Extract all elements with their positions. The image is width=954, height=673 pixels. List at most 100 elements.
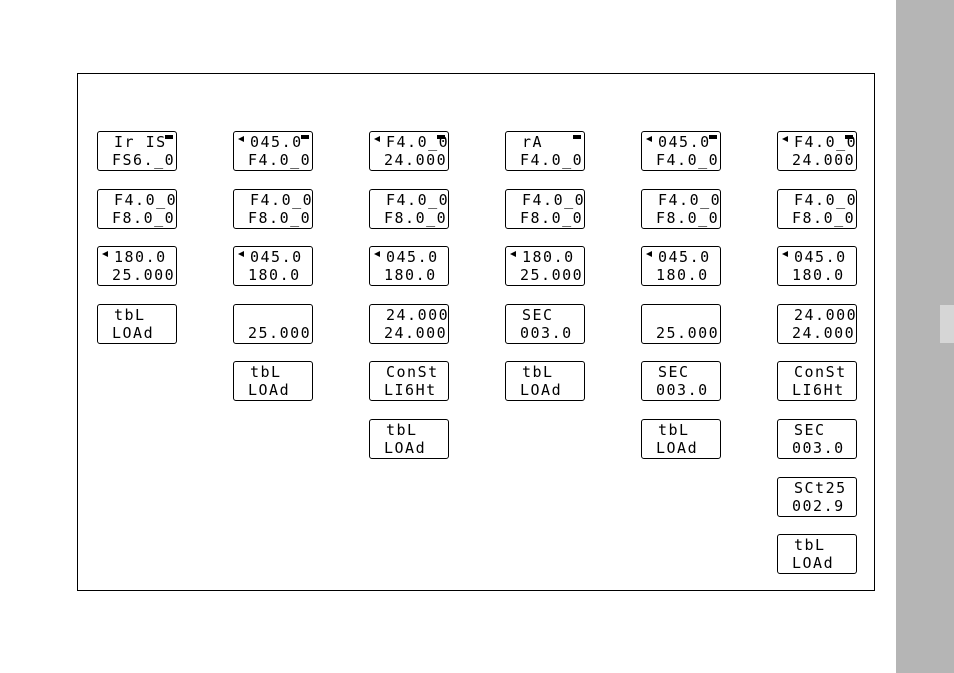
lcd-line-2: FS6._0 <box>112 151 176 169</box>
direction-triangle-icon <box>782 136 788 142</box>
lcd-line-2: LOAd <box>248 381 291 399</box>
figure-frame <box>77 73 875 591</box>
lcd-line-1: F4.0_0 <box>522 191 584 209</box>
battery-icon <box>845 135 853 139</box>
lcd-line-1 <box>234 306 312 324</box>
chapter-tab <box>940 305 954 343</box>
lcd-line-2: F4.0_0 <box>248 151 312 169</box>
lcd-line-1: 045.0 <box>658 248 711 266</box>
lcd-line-1: tbL <box>794 536 826 554</box>
direction-triangle-icon <box>238 136 244 142</box>
lcd-line-2: F8.0_0 <box>792 209 856 227</box>
lcd-line-1: F4.0_0 <box>386 133 448 151</box>
lcd-line-2: 003.0 <box>520 324 573 342</box>
lcd-line-2: F8.0_0 <box>112 209 176 227</box>
lcd-line-2: F8.0_0 <box>656 209 720 227</box>
lcd-line-1: SEC <box>658 363 690 381</box>
lcd-line-1: rA <box>522 133 544 151</box>
lcd-display: 25.000 <box>641 304 721 344</box>
lcd-line-1: 045.0 <box>250 133 303 151</box>
lcd-line-1: SCt25 <box>794 479 847 497</box>
lcd-line-1: ConSt <box>794 363 847 381</box>
lcd-line-2: F8.0_0 <box>248 209 312 227</box>
lcd-line-2: LOAd <box>384 439 427 457</box>
lcd-line-1: F4.0_0 <box>114 191 176 209</box>
direction-triangle-icon <box>782 251 788 257</box>
lcd-line-2: 24.000 <box>792 151 856 169</box>
lcd-line-1: tbL <box>114 306 146 324</box>
lcd-line-1: Ir IS <box>114 133 167 151</box>
battery-icon <box>437 135 445 139</box>
direction-triangle-icon <box>510 251 516 257</box>
lcd-line-2: 24.000 <box>384 151 448 169</box>
lcd-line-2: 180.0 <box>248 266 301 284</box>
lcd-line-1: 180.0 <box>114 248 167 266</box>
direction-triangle-icon <box>238 251 244 257</box>
lcd-line-1: SEC <box>794 421 826 439</box>
battery-icon <box>165 135 173 139</box>
lcd-line-2: LOAd <box>520 381 563 399</box>
direction-triangle-icon <box>374 136 380 142</box>
lcd-line-2: 180.0 <box>384 266 437 284</box>
lcd-line-1: F4.0_0 <box>658 191 720 209</box>
lcd-line-1: F4.0_0 <box>250 191 312 209</box>
lcd-line-2: 25.000 <box>520 266 584 284</box>
lcd-line-1: F4.0_0 <box>794 133 856 151</box>
lcd-line-1: tbL <box>522 363 554 381</box>
lcd-line-2: 003.0 <box>792 439 845 457</box>
lcd-line-1: 045.0 <box>658 133 711 151</box>
lcd-line-1: ConSt <box>386 363 439 381</box>
lcd-line-2: 180.0 <box>656 266 709 284</box>
lcd-line-1: tbL <box>658 421 690 439</box>
lcd-line-2: LOAd <box>112 324 155 342</box>
lcd-line-1: 24.000 <box>386 306 448 324</box>
lcd-display: 25.000 <box>233 304 313 344</box>
direction-triangle-icon <box>646 251 652 257</box>
battery-icon <box>301 135 309 139</box>
lcd-line-2: F4.0_0 <box>656 151 720 169</box>
lcd-line-2: 25.000 <box>656 324 720 342</box>
direction-triangle-icon <box>102 251 108 257</box>
direction-triangle-icon <box>646 136 652 142</box>
battery-icon <box>573 135 581 139</box>
lcd-line-1: tbL <box>250 363 282 381</box>
lcd-line-1: 045.0 <box>386 248 439 266</box>
lcd-line-2: LI6Ht <box>384 381 437 399</box>
lcd-line-1: 180.0 <box>522 248 575 266</box>
lcd-line-2: 25.000 <box>248 324 312 342</box>
lcd-line-2: F4.0_0 <box>520 151 584 169</box>
lcd-line-2: 25.000 <box>112 266 176 284</box>
lcd-line-1: F4.0_0 <box>794 191 856 209</box>
lcd-line-1: SEC <box>522 306 554 324</box>
lcd-line-2: 002.9 <box>792 497 845 515</box>
lcd-line-1: 045.0 <box>250 248 303 266</box>
lcd-line-2: 24.000 <box>792 324 856 342</box>
